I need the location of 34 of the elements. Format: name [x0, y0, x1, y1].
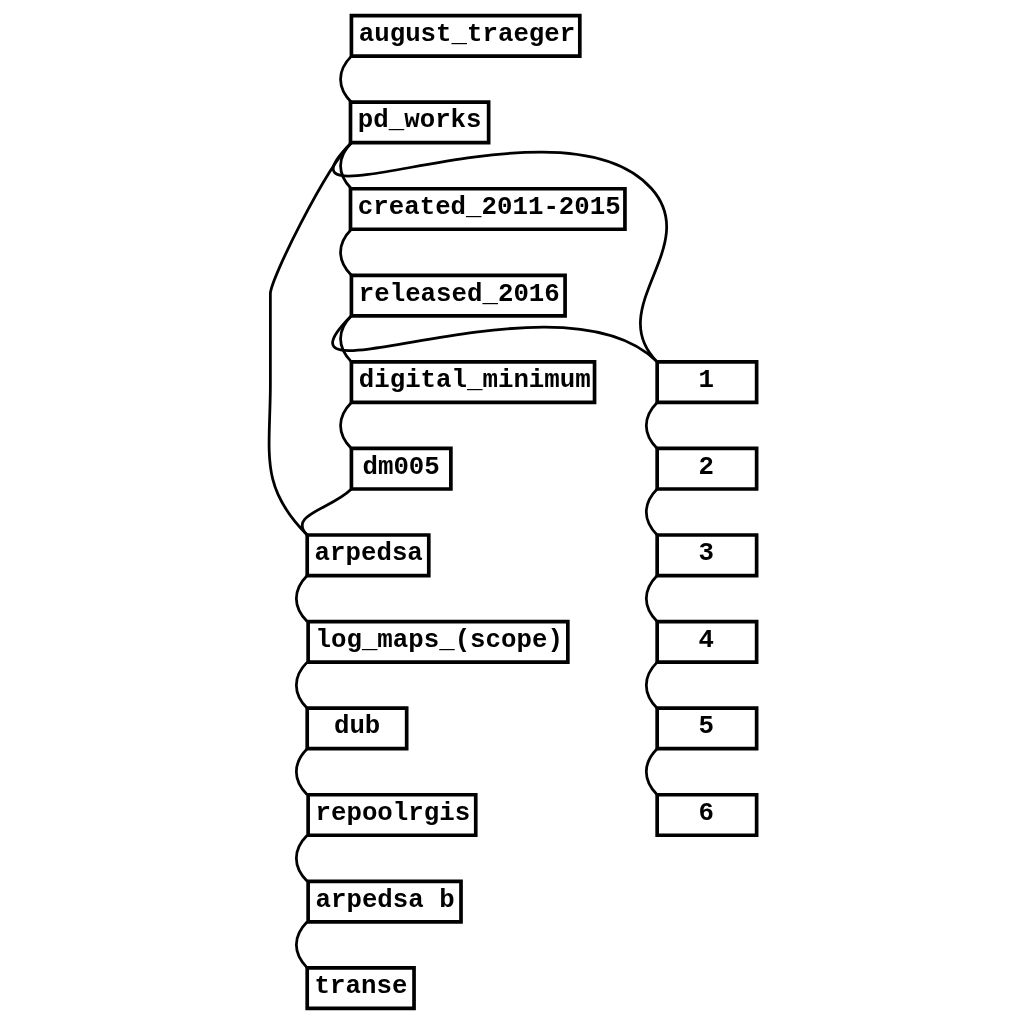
connector: [332, 314, 658, 363]
connector: [301, 487, 353, 536]
node-box: august_traeger: [349, 13, 582, 58]
connector: [267, 141, 353, 536]
node-box: released_2016: [349, 273, 567, 318]
connector: [644, 747, 659, 796]
node-box: 2: [655, 446, 759, 491]
connector: [294, 920, 309, 969]
node-box: dub: [305, 706, 409, 751]
node-box: 4: [655, 619, 759, 664]
node-box: created_2011-2015: [348, 186, 627, 232]
node-box: 1: [655, 360, 759, 405]
node-box: log_maps_(scope): [306, 619, 570, 664]
node-box: arpedsa b: [306, 879, 463, 924]
node-box: transe: [305, 966, 416, 1011]
node-box: digital_minimum: [349, 360, 597, 405]
connector: [644, 661, 659, 710]
connector: [294, 747, 309, 796]
node-box: pd_works: [348, 100, 491, 145]
connector: [294, 574, 309, 623]
connector: [294, 661, 309, 710]
connector: [644, 401, 659, 450]
connector: [339, 228, 353, 277]
node-box: dm005: [349, 446, 453, 491]
node-box: arpedsa: [305, 533, 431, 578]
connector: [644, 488, 659, 536]
node-box: 5: [655, 706, 759, 751]
connector: [644, 574, 659, 623]
connector: [294, 834, 309, 883]
node-box: repoolrgis: [306, 792, 478, 838]
node-box: 6: [655, 792, 759, 838]
node-box: 3: [655, 533, 759, 578]
connector: [339, 55, 353, 104]
connector: [339, 401, 353, 450]
